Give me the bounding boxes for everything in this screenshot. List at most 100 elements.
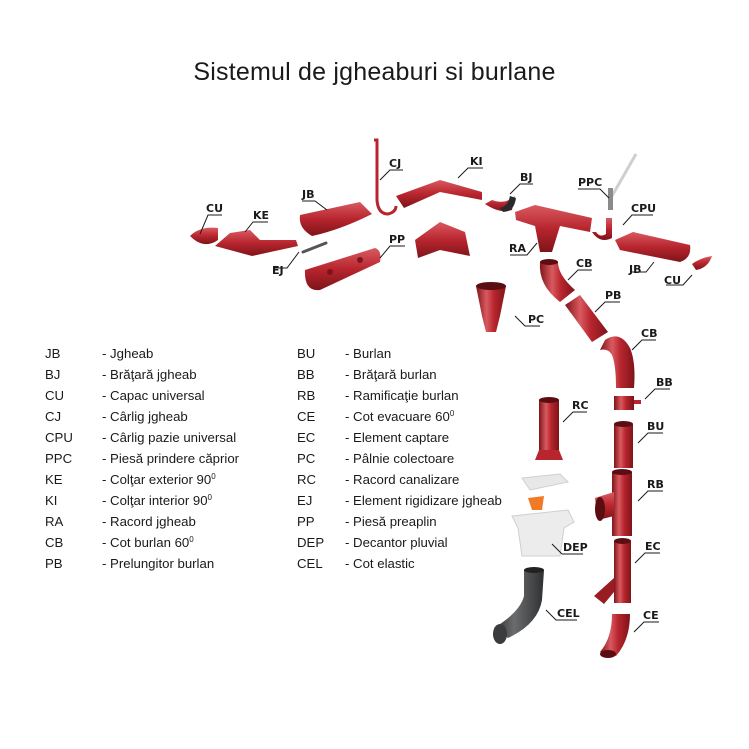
legend-code: BJ — [45, 367, 61, 382]
part-cj — [374, 138, 398, 216]
degree-superscript: 0 — [207, 493, 212, 502]
callout-cj: CJ — [379, 157, 403, 181]
legend-row: RB - Ramificaţie burlan — [297, 385, 502, 406]
legend-code: CU — [45, 388, 65, 403]
legend-code: RB — [297, 388, 316, 403]
legend-row: EJ - Element rigidizare jgheab — [297, 490, 502, 511]
legend-description-text: - Element rigidizare jgheab — [345, 493, 502, 508]
legend-code: EJ — [297, 493, 313, 508]
callout-cpu: CPU — [622, 202, 656, 226]
svg-text:BB: BB — [656, 376, 673, 389]
legend-code: PP — [297, 514, 315, 529]
callout-jb-left: JB — [301, 188, 328, 211]
legend-row: RC - Racord canalizare — [297, 469, 502, 490]
legend-code: BB — [297, 367, 315, 382]
legend-description-text: - Cot evacuare 60 — [345, 409, 450, 424]
callout-rb: RB — [637, 478, 664, 502]
legend-description: - Pâlnie colectoare — [345, 448, 454, 469]
legend-row: CEL - Cot elastic — [297, 553, 502, 574]
svg-text:RA: RA — [509, 242, 526, 255]
legend-code: BU — [297, 346, 316, 361]
degree-superscript: 0 — [449, 409, 455, 418]
legend-description: - Colţar interior 900 — [102, 490, 212, 511]
callout-jb-right: JB — [628, 261, 655, 276]
svg-text:PP: PP — [389, 233, 405, 246]
part-ke — [215, 230, 298, 256]
part-cpu — [592, 218, 612, 240]
svg-text:CJ: CJ — [389, 157, 401, 170]
legend-description: - Burlan — [345, 343, 391, 364]
legend-code: PB — [45, 556, 63, 571]
svg-text:KE: KE — [253, 209, 269, 222]
legend-description: - Jgheab — [102, 343, 153, 364]
legend-description-text: - Jgheab — [102, 346, 154, 361]
legend-description-text: - Racord jgheab — [102, 514, 196, 529]
svg-text:RC: RC — [572, 399, 589, 412]
legend-row: CPU- Cârlig pazie universal — [45, 427, 239, 448]
legend-description: - Colţar exterior 900 — [102, 469, 216, 490]
legend-row: CE- Cot evacuare 600 — [297, 406, 502, 427]
legend-row: PC - Pâlnie colectoare — [297, 448, 502, 469]
legend-description-text: - Prelungitor burlan — [102, 556, 215, 571]
callout-ec: EC — [634, 540, 661, 564]
legend-description-text: - Piesă preaplin — [345, 514, 437, 529]
legend-description-text: - Cârlig pazie universal — [102, 430, 237, 445]
legend-description: - Brăţară jgheab — [102, 364, 197, 385]
legend-code: CB — [45, 535, 64, 550]
legend-code: DEP — [297, 535, 325, 550]
legend-code: KI — [45, 493, 58, 508]
callout-pb: PB — [594, 289, 621, 313]
legend-code: RA — [45, 514, 64, 529]
legend-row: CU- Capac universal — [45, 385, 239, 406]
degree-superscript: 0 — [211, 472, 216, 481]
legend-code: JB — [45, 346, 61, 361]
legend-code: RC — [297, 472, 317, 487]
legend-row: BB - Brăţară burlan — [297, 364, 502, 385]
legend-code: PPC — [45, 451, 73, 466]
part-rb — [595, 469, 632, 536]
callout-bb: BB — [644, 376, 673, 400]
svg-text:RB: RB — [647, 478, 664, 491]
legend-description: - Cot evacuare 600 — [345, 406, 454, 427]
legend-description-text: - Piesă prindere căprior — [102, 451, 240, 466]
legend-description: - Piesă prindere căprior — [102, 448, 239, 469]
part-bj — [485, 196, 516, 212]
legend-row: CB- Cot burlan 600 — [45, 532, 239, 553]
legend-description: - Racord canalizare — [345, 469, 459, 490]
legend-description-text: - Colţar interior 90 — [102, 493, 208, 508]
legend-description: - Ramificaţie burlan — [345, 385, 459, 406]
svg-text:JB: JB — [628, 263, 641, 276]
part-bb — [614, 396, 641, 410]
legend-description: - Cot elastic — [345, 553, 415, 574]
callout-cel: CEL — [545, 607, 580, 621]
legend-code: CEL — [297, 556, 323, 571]
part-ej — [301, 241, 328, 254]
part-cel — [493, 567, 544, 644]
legend-description: - Piesă preaplin — [345, 511, 437, 532]
legend-row: EC- Element captare — [297, 427, 502, 448]
callout-cb-bottom: CB — [631, 327, 657, 351]
legend-description-text: - Cot burlan 60 — [102, 535, 190, 550]
part-cb-bottom — [600, 336, 635, 388]
part-cu-left — [190, 227, 218, 245]
svg-text:CEL: CEL — [557, 607, 580, 620]
legend-row: PP - Piesă preaplin — [297, 511, 502, 532]
callout-dep: DEP — [551, 541, 588, 555]
part-cb-top — [539, 259, 575, 302]
legend-code: PC — [297, 451, 316, 466]
part-jb-right — [615, 232, 691, 262]
legend-row: KE- Colţar exterior 900 — [45, 469, 239, 490]
callout-ej: EJ — [272, 251, 300, 277]
part-pb — [565, 295, 608, 342]
svg-text:JB: JB — [301, 188, 314, 201]
part-pc — [476, 282, 506, 332]
svg-text:CB: CB — [576, 257, 592, 270]
legend-description-text: - Brăţară burlan — [345, 367, 437, 382]
part-pp-left — [304, 248, 381, 291]
part-ec — [594, 538, 631, 604]
callout-cu-right: CU — [664, 274, 693, 287]
svg-text:PC: PC — [528, 313, 544, 326]
